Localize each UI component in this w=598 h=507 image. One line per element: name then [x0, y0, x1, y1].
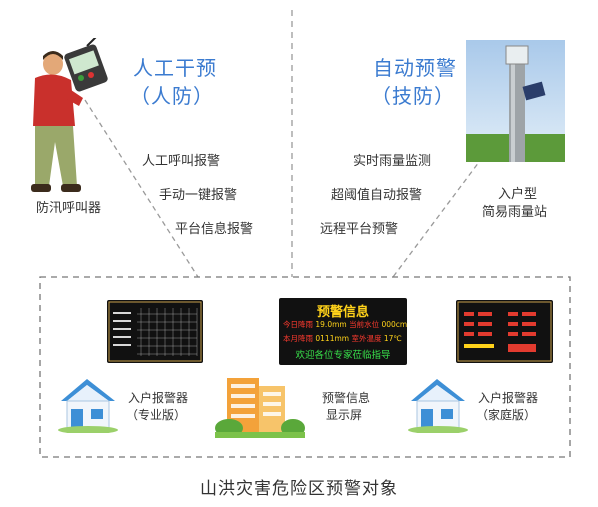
led-row2-value: 0111mm — [315, 334, 350, 343]
bottom-title: 山洪灾害危险区预警对象 — [200, 479, 398, 499]
pro-alarm-device — [107, 300, 203, 363]
station-label-line1: 入户型 — [498, 187, 538, 202]
led-row1-label2: 当前水位 — [349, 320, 380, 329]
home-alarm-label-line1: 入户报警器 — [478, 391, 539, 405]
manual-item-2: 手动一键报警 — [159, 188, 238, 203]
remote-device-label: 防汛呼叫器 — [36, 201, 102, 216]
display-label-line1: 预警信息 — [322, 391, 371, 405]
display-label-line2: 显示屏 — [326, 408, 363, 422]
pro-alarm-label-line2: （专业版） — [126, 408, 187, 422]
led-row2-label: 本月降雨 — [283, 334, 313, 343]
led-row2-value2: 17℃ — [383, 334, 402, 343]
led-title: 预警信息 — [316, 305, 369, 320]
auto-subtitle: （技防） — [371, 84, 455, 108]
home-alarm-device — [456, 300, 553, 363]
home-alarm-label-line2: （家庭版） — [476, 408, 537, 422]
manual-subtitle: （人防） — [130, 84, 214, 108]
led-row1-value2: 000cm — [381, 320, 408, 329]
manual-title: 人工干预 — [133, 56, 217, 80]
house-icon-right — [408, 379, 468, 433]
pro-alarm-screen — [108, 301, 202, 362]
building-icon — [215, 378, 305, 438]
house-icon-left — [58, 379, 118, 433]
led-row1-label: 今日降雨 — [283, 320, 313, 329]
manual-item-1: 人工呼叫报警 — [142, 154, 221, 169]
manual-item-3: 平台信息报警 — [175, 222, 254, 237]
rain-gauge-station-photo — [466, 40, 565, 162]
station-label-line2: 简易雨量站 — [482, 205, 548, 220]
led-row2-label2: 室外温度 — [351, 334, 382, 343]
led-row3: 欢迎各位专家莅临指导 — [295, 350, 391, 361]
auto-item-2: 超阈值自动报警 — [331, 188, 423, 203]
auto-title: 自动预警 — [373, 56, 457, 80]
led-row1-value: 19.0mm — [315, 320, 347, 329]
home-alarm-screen — [457, 301, 552, 362]
pro-alarm-label-line1: 入户报警器 — [128, 391, 189, 405]
person-with-remote-illustration — [31, 38, 108, 192]
led-display-board: 预警信息 今日降雨 19.0mm 当前水位 000cm 本月降雨 0111mm … — [279, 298, 407, 365]
auto-item-1: 实时雨量监测 — [353, 154, 432, 169]
auto-item-3: 远程平台预警 — [320, 222, 399, 237]
